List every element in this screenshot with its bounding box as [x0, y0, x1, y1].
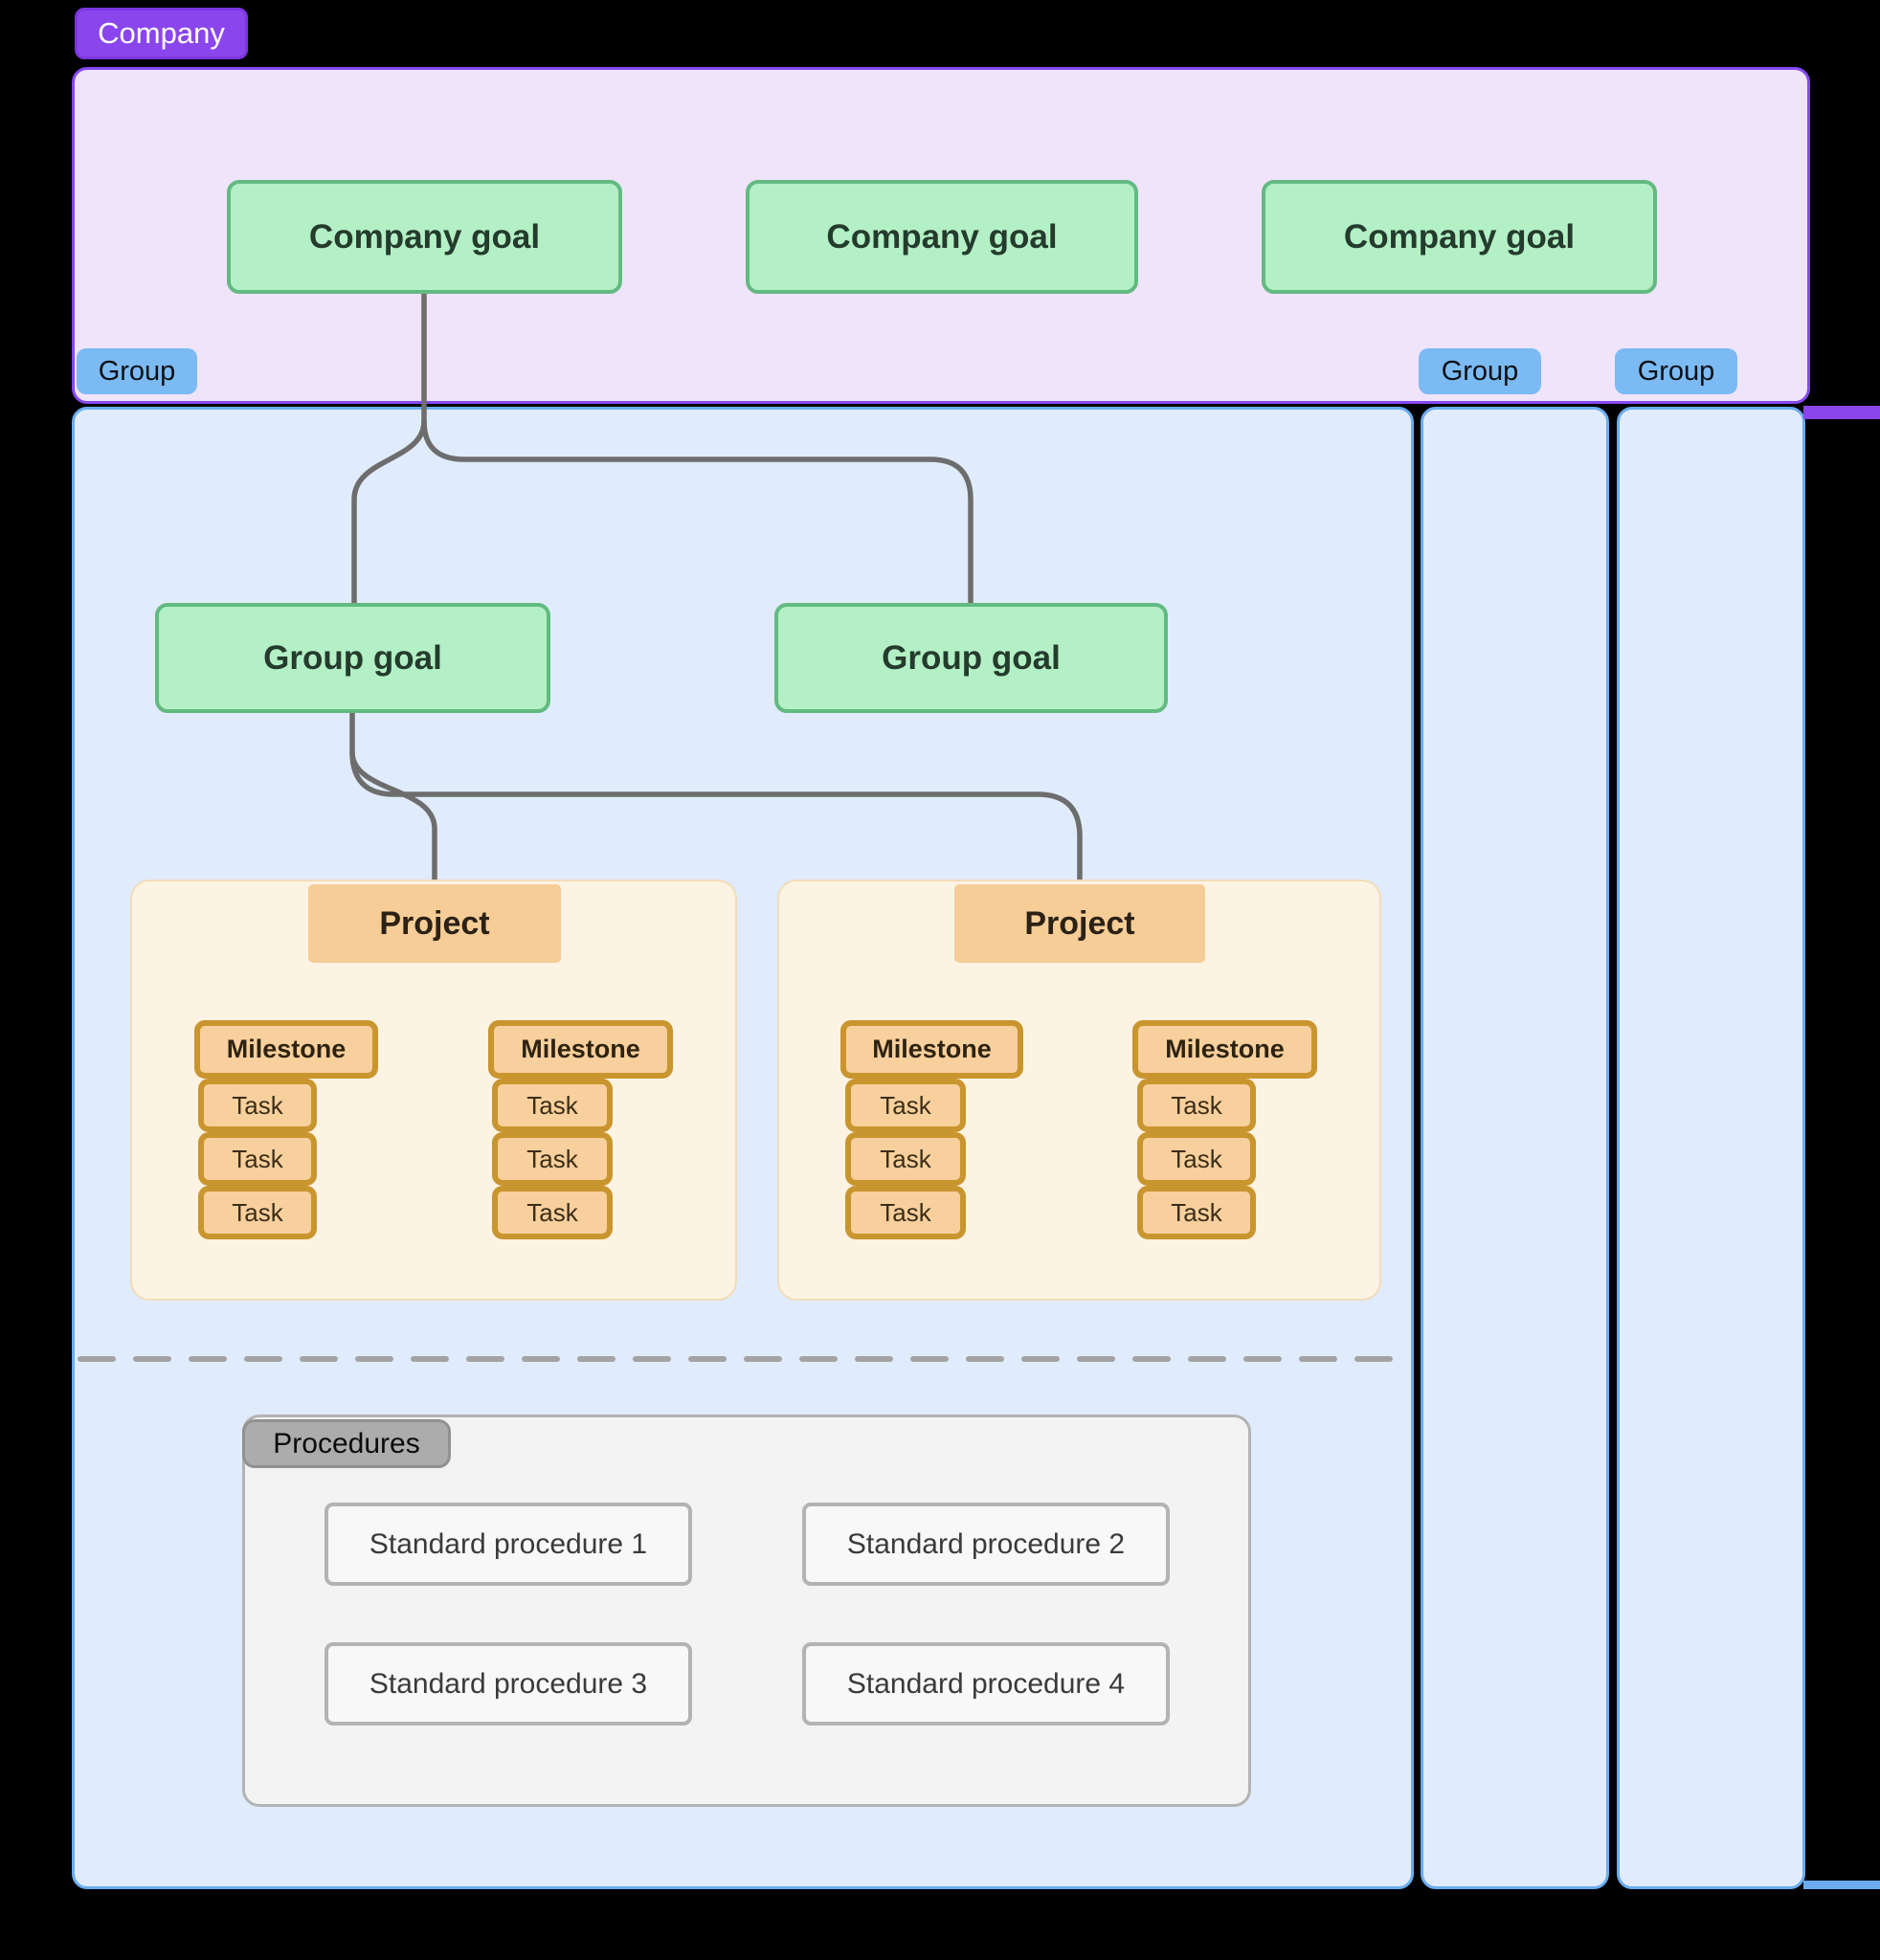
- task-box[interactable]: Task: [492, 1186, 613, 1239]
- milestone-box[interactable]: Milestone: [488, 1020, 673, 1079]
- task-box[interactable]: Task: [845, 1079, 966, 1132]
- task-box[interactable]: Task: [198, 1186, 317, 1239]
- milestone-box[interactable]: Milestone: [1132, 1020, 1317, 1079]
- task-box[interactable]: Task: [492, 1132, 613, 1186]
- company-goal-box-2[interactable]: Company goal: [746, 180, 1138, 294]
- standard-procedure-box-4[interactable]: Standard procedure 4: [802, 1642, 1170, 1726]
- standard-procedure-box-1[interactable]: Standard procedure 1: [325, 1503, 692, 1586]
- task-box[interactable]: Task: [198, 1079, 317, 1132]
- standard-procedure-box-2[interactable]: Standard procedure 2: [802, 1503, 1170, 1586]
- milestone-box[interactable]: Milestone: [840, 1020, 1023, 1079]
- group-container-2[interactable]: [1421, 407, 1609, 1889]
- standard-procedure-box-3[interactable]: Standard procedure 3: [325, 1642, 692, 1726]
- company-goal-box-3[interactable]: Company goal: [1262, 180, 1657, 294]
- group-border-stub: [1803, 1881, 1880, 1889]
- task-box[interactable]: Task: [492, 1079, 613, 1132]
- task-box[interactable]: Task: [845, 1186, 966, 1239]
- group-badge-1[interactable]: Group: [77, 348, 197, 394]
- task-box[interactable]: Task: [1137, 1079, 1256, 1132]
- task-box[interactable]: Task: [1137, 1186, 1256, 1239]
- task-box[interactable]: Task: [1137, 1132, 1256, 1186]
- milestone-box[interactable]: Milestone: [194, 1020, 378, 1079]
- project-label-2[interactable]: Project: [954, 884, 1205, 963]
- company-badge[interactable]: Company: [75, 8, 248, 59]
- company-goal-box-1[interactable]: Company goal: [227, 180, 622, 294]
- group-badge-3[interactable]: Group: [1615, 348, 1737, 394]
- procedures-badge[interactable]: Procedures: [242, 1419, 451, 1468]
- task-box[interactable]: Task: [845, 1132, 966, 1186]
- group-badge-2[interactable]: Group: [1419, 348, 1541, 394]
- group-goal-box-2[interactable]: Group goal: [774, 603, 1168, 713]
- group-container-3[interactable]: [1617, 407, 1805, 1889]
- group-goal-box-1[interactable]: Group goal: [155, 603, 550, 713]
- company-border-stub: [1803, 406, 1880, 419]
- procedures-container[interactable]: [242, 1414, 1251, 1807]
- task-box[interactable]: Task: [198, 1132, 317, 1186]
- project-label-1[interactable]: Project: [308, 884, 561, 963]
